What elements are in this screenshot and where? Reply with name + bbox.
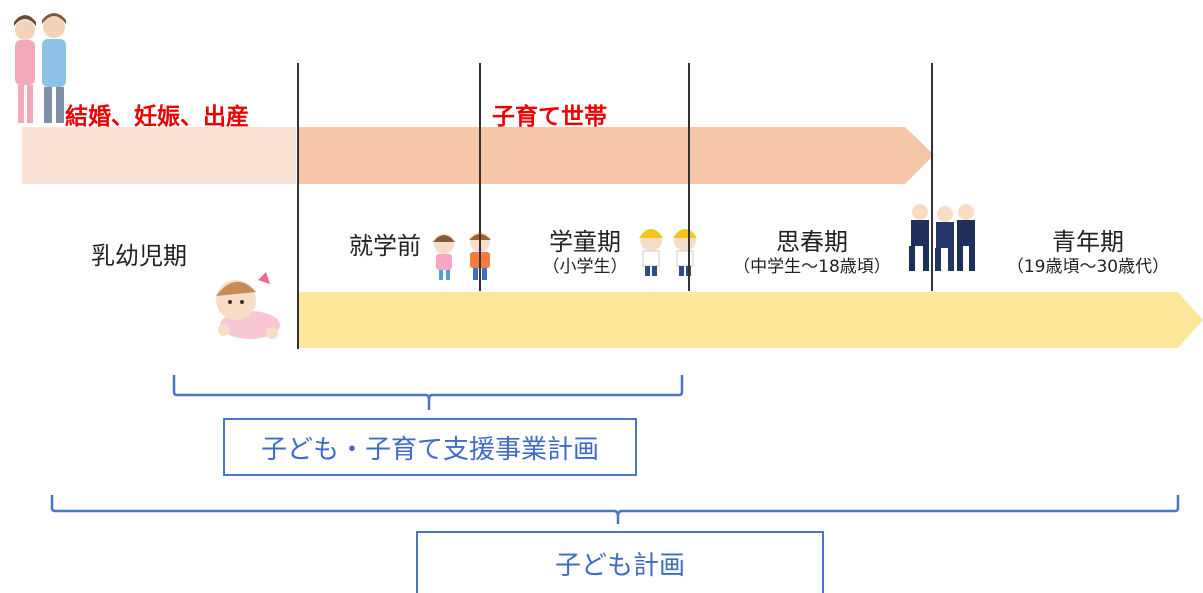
stage-preschool: 就学前 <box>340 232 430 260</box>
divider-infancy-preschool <box>297 63 299 349</box>
children-plan-box: 子ども計画 <box>416 531 824 593</box>
stage-infancy-title: 乳幼児期 <box>91 242 187 270</box>
divider-elementary-adolescence <box>688 63 690 291</box>
support-plan-bracket <box>172 375 684 410</box>
stage-elementary: 学童期 （小学生） <box>525 228 645 278</box>
stage-adolescence: 思春期 （中学生～18歳頃） <box>712 228 912 278</box>
stage-adolescence-title: 思春期 <box>776 228 848 256</box>
stage-infancy: 乳幼児期 <box>74 242 204 270</box>
divider-adolescence-youth <box>931 63 933 291</box>
couple-icon <box>14 13 66 123</box>
stage-elementary-title: 学童期 <box>549 228 621 256</box>
childrearing-period-arrow <box>298 127 934 184</box>
children-plan-bracket <box>50 495 1180 524</box>
crawling-baby-icon <box>216 272 280 339</box>
marriage-period-bar <box>22 127 296 184</box>
support-plan-box: 子ども・子育て支援事業計画 <box>223 418 637 476</box>
stage-youth-note: （19歳頃～30歳代） <box>1006 257 1170 277</box>
childrearing-label: 子育て世帯 <box>492 104 607 130</box>
stage-elementary-note: （小学生） <box>542 257 628 277</box>
youth-development-arrow <box>298 292 1203 348</box>
marriage-label: 結婚、妊娠、出産 <box>65 104 249 130</box>
school-kids-icon <box>639 229 697 276</box>
stage-youth: 青年期 （19歳頃～30歳代） <box>988 228 1188 278</box>
stage-preschool-title: 就学前 <box>349 232 421 260</box>
divider-preschool-elementary <box>479 63 481 291</box>
stage-adolescence-note: （中学生～18歳頃） <box>733 257 891 277</box>
students-uniform-icon <box>909 204 975 271</box>
preschool-kids-icon <box>433 232 491 280</box>
stage-youth-title: 青年期 <box>1052 228 1124 256</box>
